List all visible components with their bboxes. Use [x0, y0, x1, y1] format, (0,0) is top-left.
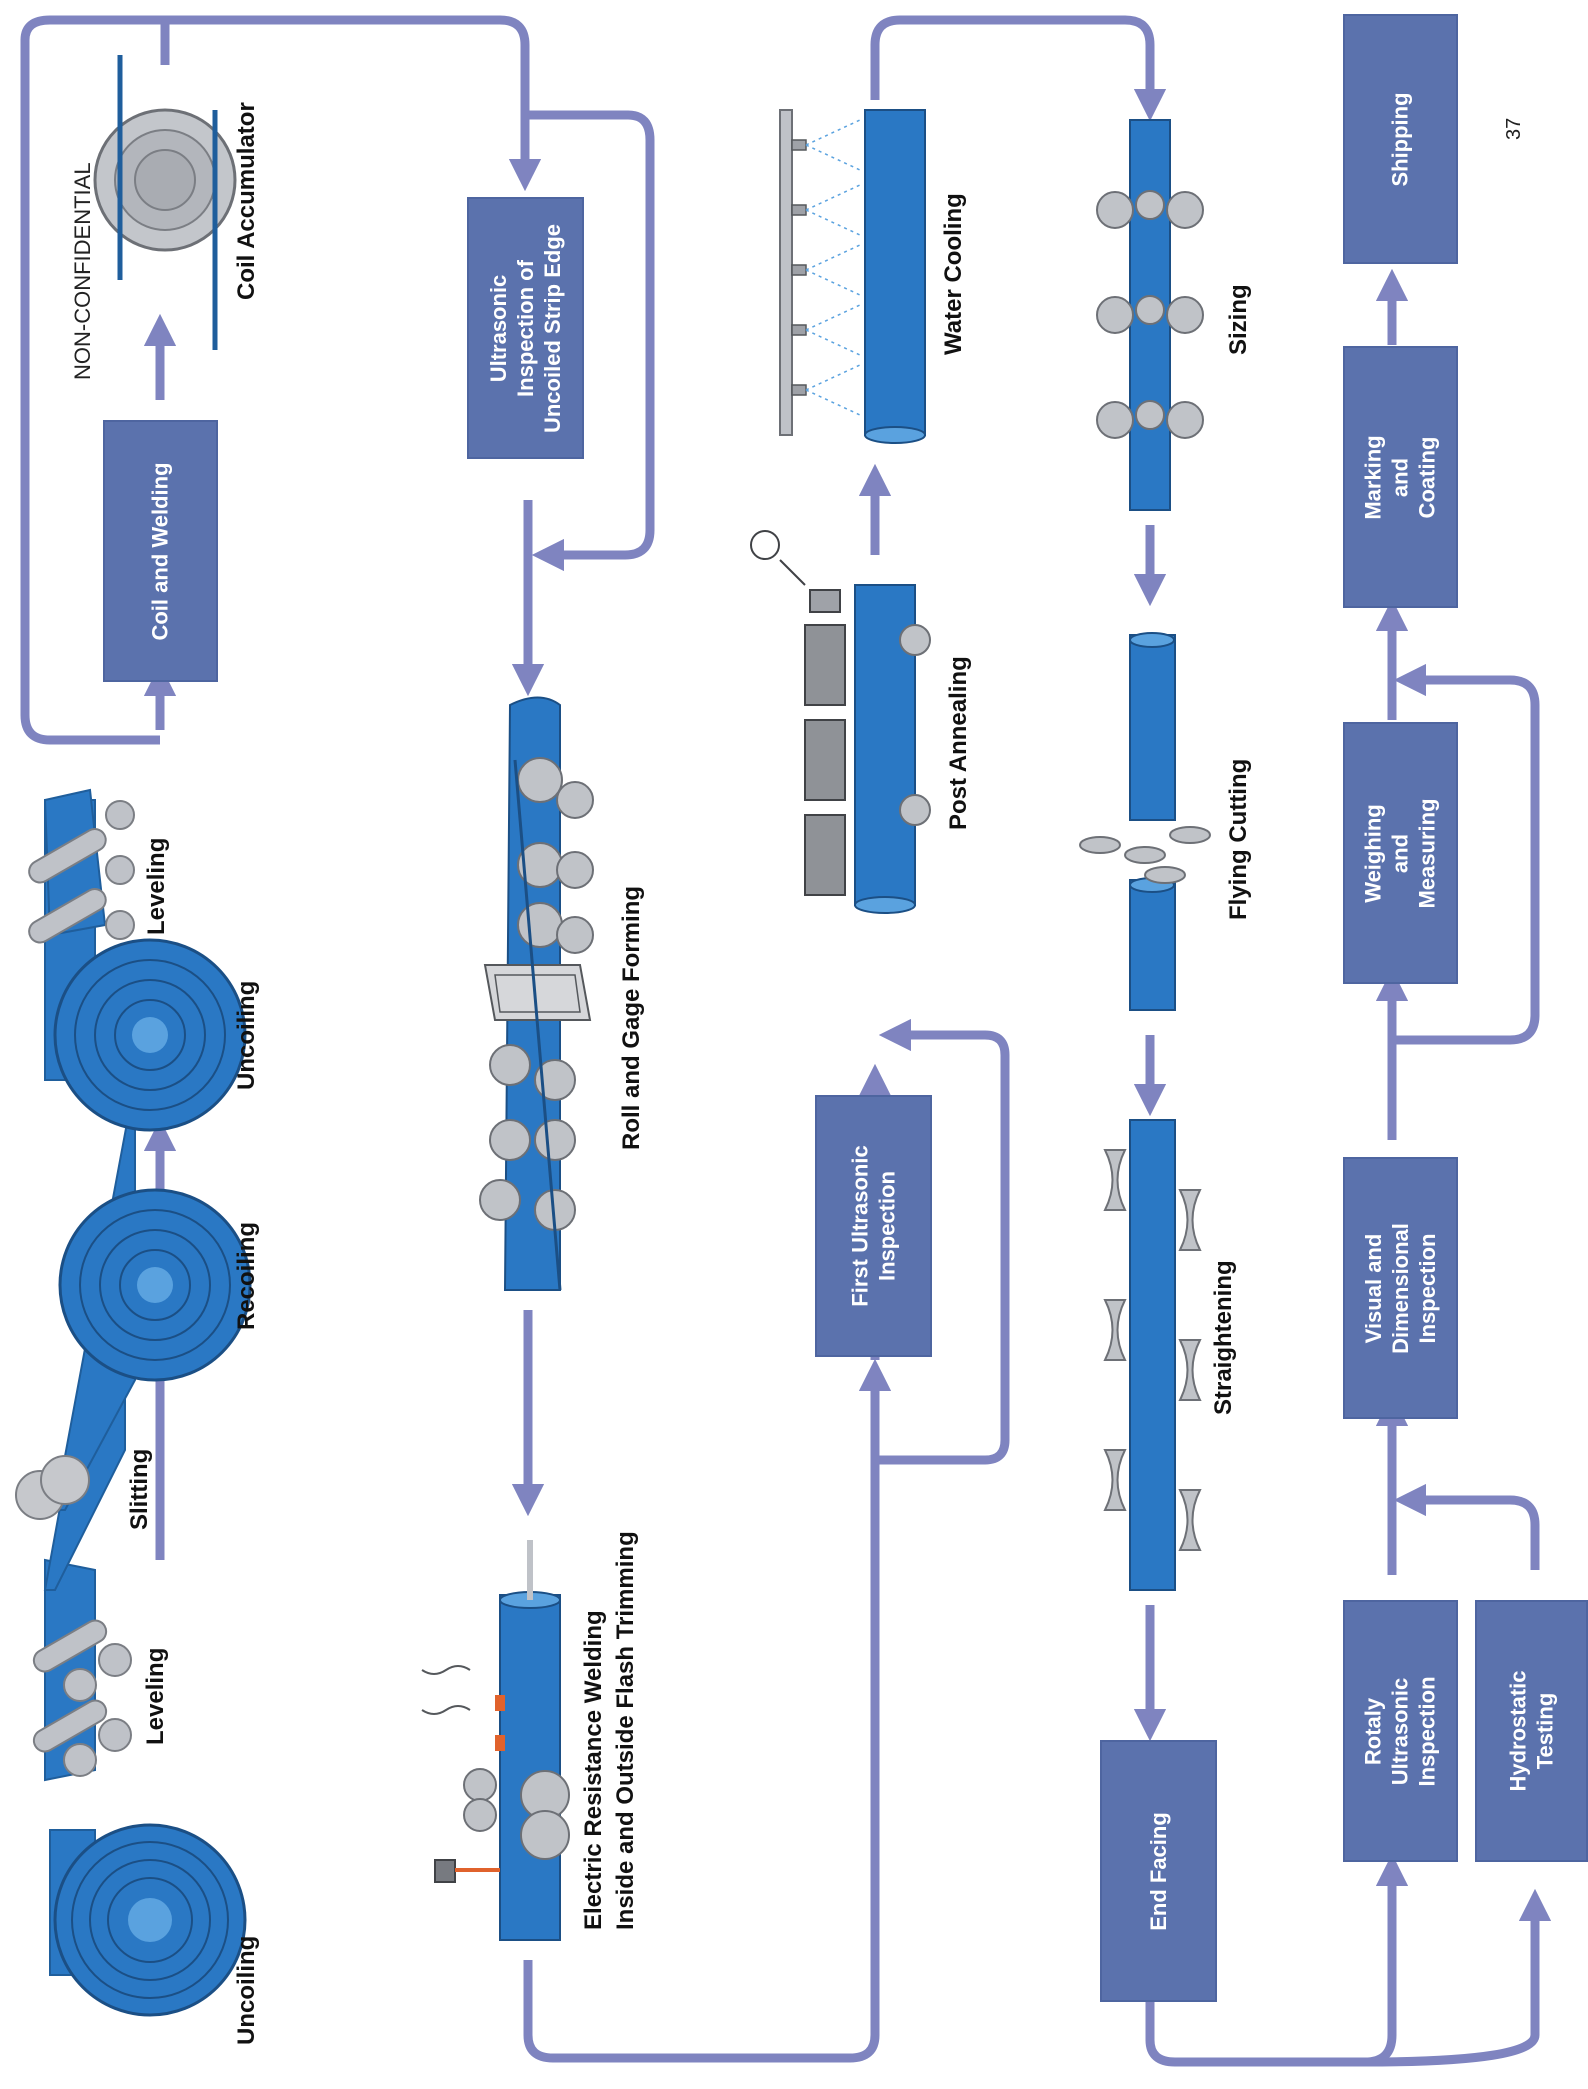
coil-accumulator-illustration	[93, 55, 237, 350]
confidentiality-label: NON-CONFIDENTIAL	[70, 162, 95, 380]
coil-and-welding-box: Coil and Welding	[103, 420, 218, 682]
marking-coating-box: Marking and Coating	[1343, 346, 1458, 608]
sizing-label: Sizing	[1225, 284, 1252, 355]
first-ultrasonic-box: First Ultrasonic Inspection	[815, 1095, 932, 1357]
recoiling-illustration	[58, 1188, 252, 1382]
leveling-2-illustration	[28, 788, 135, 944]
uncoiling-1-label: Uncoiling	[233, 1935, 260, 2045]
erw-label-line2: Inside and Outside Flash Trimming	[612, 1531, 639, 1930]
roll-and-gage-forming-label: Roll and Gage Forming	[618, 885, 645, 1150]
visual-dimensional-box: Visual and Dimensional Inspection	[1343, 1157, 1458, 1419]
water-cooling-label: Water Cooling	[940, 193, 967, 355]
flying-cutting-illustration	[1079, 632, 1211, 1011]
uncoiling-1-illustration	[49, 1823, 247, 2017]
leveling-1-label: Leveling	[142, 1647, 169, 1745]
slitting-label: Slitting	[126, 1448, 153, 1530]
rotary-ultrasonic-box: Rotaly Ultrasonic Inspection	[1343, 1600, 1458, 1862]
recoiling-label: Recoiling	[233, 1221, 260, 1330]
roll-and-gage-forming-illustration	[479, 696, 594, 1291]
straightening-label: Straightening	[1210, 1260, 1237, 1415]
straightening-illustration	[1103, 1119, 1202, 1591]
uncoiling-2-label: Uncoiling	[233, 980, 260, 1090]
shipping-box: Shipping	[1343, 14, 1458, 264]
ultrasonic-strip-edge-box: Ultrasonic Inspection of Uncoiled Strip …	[467, 197, 584, 459]
page-number: 37	[1503, 117, 1525, 140]
post-annealing-label: Post Annealing	[945, 656, 972, 830]
erw-label-line1: Electric Resistance Welding	[580, 1610, 607, 1930]
water-cooling-illustration	[779, 109, 926, 444]
end-facing-box: End Facing	[1100, 1740, 1217, 2002]
coil-accumulator-label: Coil Accumulator	[233, 102, 260, 300]
flying-cutting-label: Flying Cutting	[1225, 758, 1252, 920]
leveling-2-label: Leveling	[143, 837, 170, 935]
hydrostatic-testing-box: Hydrostatic Testing	[1475, 1600, 1588, 1862]
post-annealing-illustration	[750, 530, 931, 914]
sizing-illustration	[1096, 119, 1204, 511]
erw-illustration	[421, 1540, 570, 1941]
weighing-measuring-box: Weighing and Measuring	[1343, 722, 1458, 984]
leveling-1-illustration	[32, 1558, 132, 1782]
